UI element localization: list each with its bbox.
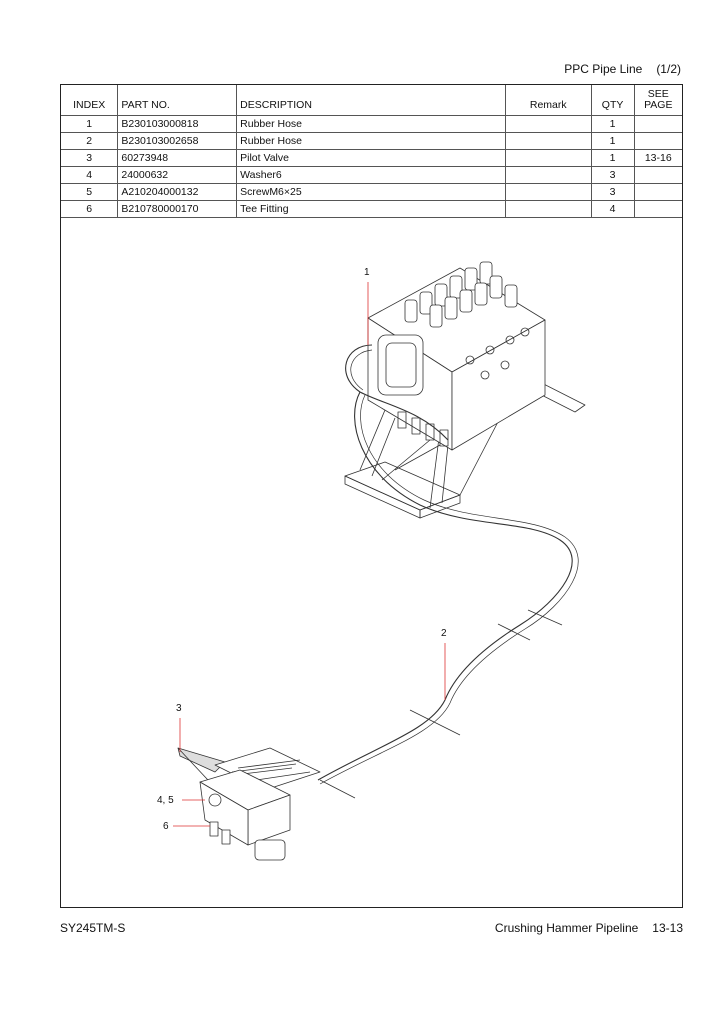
row-description: Washer6 bbox=[236, 166, 506, 184]
row-remark bbox=[504, 115, 592, 133]
rubber-hose-2 bbox=[317, 391, 573, 781]
row-see-page bbox=[633, 115, 682, 133]
row-part-no: 60273948 bbox=[117, 149, 237, 167]
table-header-row: INDEX PART NO. DESCRIPTION Remark QTY SE… bbox=[61, 85, 682, 116]
table-row: 6 B210780000170 Tee Fitting 4 bbox=[61, 200, 682, 218]
callout-4-5: 4, 5 bbox=[157, 795, 174, 806]
hose-clamps bbox=[319, 609, 563, 799]
row-remark bbox=[504, 132, 592, 150]
row-description: Rubber Hose bbox=[236, 132, 506, 150]
row-see-page bbox=[633, 183, 682, 201]
row-index: 1 bbox=[61, 115, 118, 133]
footer-right: Crushing Hammer Pipeline 13-13 bbox=[495, 921, 683, 935]
row-index: 4 bbox=[61, 166, 118, 184]
footer-page-number: 13-13 bbox=[652, 921, 683, 935]
valve-spools bbox=[404, 261, 518, 328]
col-part-no: PART NO. bbox=[117, 85, 237, 116]
header-page-part: (1/2) bbox=[656, 62, 681, 76]
row-remark bbox=[504, 166, 592, 184]
row-remark bbox=[504, 183, 592, 201]
col-description: DESCRIPTION bbox=[236, 85, 506, 116]
row-description: Pilot Valve bbox=[236, 149, 506, 167]
col-see-page-label: SEE PAGE bbox=[644, 88, 673, 111]
row-remark bbox=[504, 149, 592, 167]
parts-table: INDEX PART NO. DESCRIPTION Remark QTY SE… bbox=[61, 85, 682, 218]
table-row: 1 B230103000818 Rubber Hose 1 bbox=[61, 115, 682, 133]
table-row: 2 B230103002658 Rubber Hose 1 bbox=[61, 132, 682, 150]
row-index: 6 bbox=[61, 200, 118, 218]
callout-3: 3 bbox=[176, 703, 182, 714]
row-see-page bbox=[633, 200, 682, 218]
row-see-page bbox=[633, 166, 682, 184]
col-index: INDEX bbox=[73, 99, 106, 111]
row-index: 5 bbox=[61, 183, 118, 201]
row-part-no: 24000632 bbox=[117, 166, 237, 184]
rubber-hose-1 bbox=[345, 344, 449, 441]
row-part-no: B230103000818 bbox=[117, 115, 237, 133]
row-see-page: 13-16 bbox=[633, 149, 682, 167]
row-qty: 3 bbox=[590, 183, 635, 201]
callout-6: 6 bbox=[163, 821, 169, 832]
row-part-no: B230103002658 bbox=[117, 132, 237, 150]
row-qty: 1 bbox=[590, 115, 635, 133]
row-remark bbox=[504, 200, 592, 218]
row-index: 2 bbox=[61, 132, 118, 150]
row-part-no: A210204000132 bbox=[117, 183, 237, 201]
page-header: PPC Pipe Line (1/2) bbox=[564, 62, 681, 76]
col-remark: Remark bbox=[504, 85, 592, 116]
table-row: 4 24000632 Washer6 3 bbox=[61, 166, 682, 184]
row-qty: 4 bbox=[590, 200, 635, 218]
row-description: ScrewM6×25 bbox=[236, 183, 506, 201]
pilot-valve bbox=[177, 747, 321, 861]
col-qty: QTY bbox=[590, 85, 635, 116]
footer-section: Crushing Hammer Pipeline bbox=[494, 921, 639, 935]
row-index: 3 bbox=[61, 149, 118, 167]
callout-1: 1 bbox=[364, 267, 370, 278]
row-see-page bbox=[633, 132, 682, 150]
row-description: Rubber Hose bbox=[236, 115, 506, 133]
table-row: 5 A210204000132 ScrewM6×25 3 bbox=[61, 183, 682, 201]
row-part-no: B210780000170 bbox=[117, 200, 237, 218]
control-valve bbox=[367, 261, 546, 451]
row-description: Tee Fitting bbox=[236, 200, 506, 218]
parts-frame: INDEX PART NO. DESCRIPTION Remark QTY SE… bbox=[60, 84, 683, 908]
leader-lines bbox=[173, 282, 446, 827]
row-qty: 1 bbox=[590, 132, 635, 150]
footer-model: SY245TM-S bbox=[60, 921, 126, 935]
table-row: 3 60273948 Pilot Valve 1 13-16 bbox=[61, 149, 682, 167]
header-title: PPC Pipe Line bbox=[564, 62, 643, 76]
row-qty: 1 bbox=[590, 149, 635, 167]
row-qty: 3 bbox=[590, 166, 635, 184]
callout-2: 2 bbox=[441, 628, 447, 639]
col-see-page: SEE PAGE bbox=[633, 85, 682, 116]
